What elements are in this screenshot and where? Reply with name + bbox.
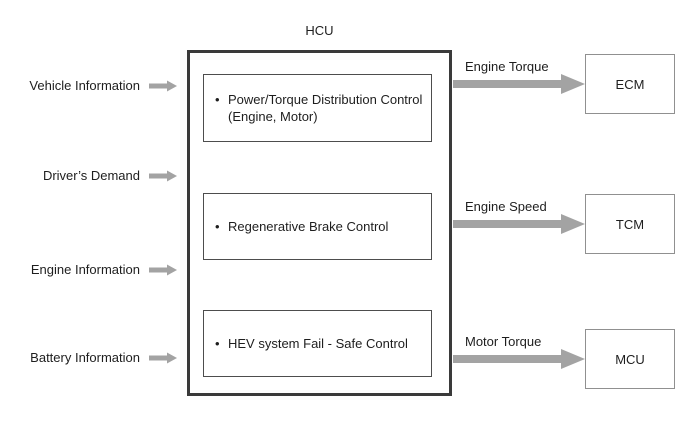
target-label: ECM: [615, 76, 645, 92]
function-label: Regenerative Brake Control: [228, 219, 389, 234]
input-label-drivers-demand: Driver’s Demand: [42, 168, 140, 183]
target-label: MCU: [615, 351, 645, 367]
input-arrow-icon: [149, 170, 177, 182]
input-label-vehicle-information: Vehicle Information: [29, 78, 140, 93]
output-signal-motor-torque: Motor Torque: [465, 334, 542, 349]
output-arrow-icon: [453, 74, 585, 94]
input-label-battery-information: Battery Information: [30, 350, 140, 365]
function-label: HEV system Fail - Safe Control: [228, 336, 408, 351]
output-arrow-icon: [453, 214, 585, 234]
input-arrow-icon: [149, 352, 177, 364]
input-arrow-icon: [149, 80, 177, 92]
function-label-line2: (Engine, Motor): [228, 109, 318, 124]
function-label: Power/Torque Distribution Control: [228, 92, 423, 107]
tcm-box: TCM: [585, 194, 675, 254]
function-box-regenerative-brake: • Regenerative Brake Control: [203, 193, 432, 260]
output-signal-engine-torque: Engine Torque: [465, 59, 549, 74]
bullet-icon: •: [215, 336, 220, 351]
mcu-box: MCU: [585, 329, 675, 389]
input-label-engine-information: Engine Information: [30, 262, 140, 277]
function-box-power-torque: • Power/Torque Distribution Control (Eng…: [203, 74, 432, 142]
input-arrow-icon: [149, 264, 177, 276]
bullet-icon: •: [215, 92, 220, 107]
hcu-title: HCU: [305, 23, 334, 38]
target-label: TCM: [615, 216, 645, 232]
function-box-fail-safe: • HEV system Fail - Safe Control: [203, 310, 432, 377]
ecm-box: ECM: [585, 54, 675, 114]
output-signal-engine-speed: Engine Speed: [465, 199, 547, 214]
bullet-icon: •: [215, 219, 220, 234]
output-arrow-icon: [453, 349, 585, 369]
